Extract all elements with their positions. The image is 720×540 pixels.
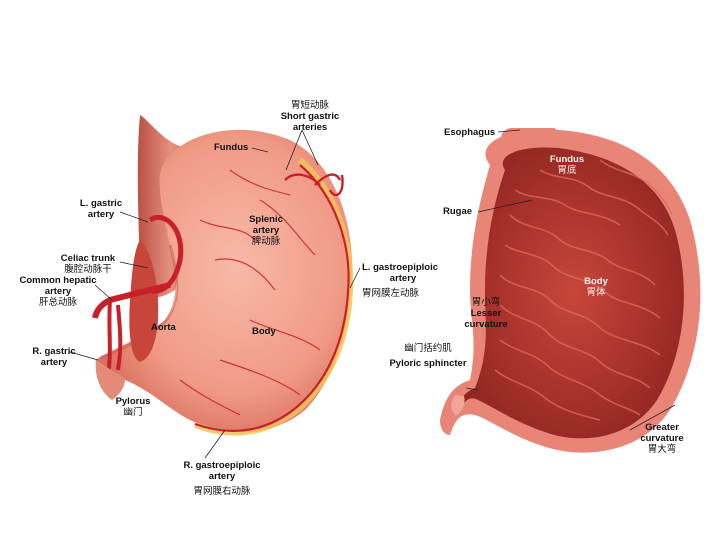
greater-en2: curvature <box>640 433 684 444</box>
pyloric-sphincter-en: Pyloric sphincter <box>389 358 467 369</box>
label-l-gastric-artery: L. gastric artery <box>76 198 126 220</box>
label-common-hepatic-artery: Common hepatic artery 肝总动脉 <box>18 275 98 308</box>
aorta <box>129 240 159 362</box>
label-splenic-artery: Splenic artery 脾动脉 <box>241 214 291 247</box>
body-right-zh: 胃体 <box>586 287 606 298</box>
l-gastric-en1: L. gastric <box>79 198 123 209</box>
external-stomach <box>92 115 354 436</box>
stomach-body-external <box>96 129 353 433</box>
lesser-en1: Lesser <box>470 308 502 319</box>
label-fundus-right: Fundus 胃底 <box>542 154 592 176</box>
label-esophagus: Esophagus <box>444 127 495 138</box>
short-gastric-zh: 胃短动脉 <box>290 100 329 111</box>
r-gastroepiploic-zh: 胃网膜右动脉 <box>193 486 251 497</box>
label-pylorus: Pylorus 幽门 <box>111 396 155 418</box>
label-fundus-left: Fundus <box>214 142 248 153</box>
label-short-gastric-arteries: 胃短动脉 Short gastric arteries <box>275 100 345 133</box>
common-hepatic-en1: Common hepatic <box>19 275 97 286</box>
label-celiac-trunk: Celiac trunk 腹腔动脉干 <box>56 253 120 275</box>
l-gastric-en2: artery <box>87 209 115 220</box>
pylorus-en: Pylorus <box>115 396 151 407</box>
pyloric-sphincter-zh: 幽门括约肌 <box>404 343 452 354</box>
label-l-gastroepiploic-artery: L. gastroepiploic artery 胃网膜左动脉 <box>362 262 444 299</box>
pylorus <box>95 360 126 400</box>
lesser-zh: 胃小弯 <box>471 297 501 308</box>
greater-en1: Greater <box>645 422 679 433</box>
fundus-left-en: Fundus <box>214 142 249 153</box>
label-r-gastric-artery: R. gastric artery <box>28 346 80 368</box>
common-hepatic-artery <box>106 299 123 376</box>
splenic-en2: artery <box>252 225 280 236</box>
label-rugae: Rugae <box>443 206 472 217</box>
rugae-folds <box>494 159 673 421</box>
body-left-en: Body <box>252 326 276 337</box>
label-aorta: Aorta <box>151 322 176 333</box>
greater-curvature-fat-band <box>193 157 354 436</box>
r-gastroepiploic-en2: artery <box>208 471 236 482</box>
fundus-right-en: Fundus <box>549 154 585 165</box>
l-gastroepiploic-en1: L. gastroepiploic <box>362 262 439 273</box>
leader-lines <box>69 129 676 459</box>
r-gastroepiploic-en1: R. gastroepiploic <box>183 460 261 471</box>
r-gastric-en2: artery <box>40 357 68 368</box>
lesser-en2: curvature <box>464 319 508 330</box>
pyloric-sphincter <box>451 395 465 416</box>
short-gastric-en1: Short gastric <box>280 111 340 122</box>
splenic-zh: 脾动脉 <box>251 236 281 247</box>
pylorus-zh: 幽门 <box>123 407 143 418</box>
rugae-en: Rugae <box>443 206 473 217</box>
short-gastric-en2: arteries <box>292 122 328 133</box>
l-gastroepiploic-en2: artery <box>389 273 417 284</box>
label-greater-curvature: Greater curvature 胃大弯 <box>632 422 692 455</box>
esophagus-en: Esophagus <box>444 127 496 138</box>
aorta-en: Aorta <box>151 322 176 333</box>
label-lesser-curvature: 胃小弯 Lesser curvature <box>456 297 516 330</box>
greater-zh: 胃大弯 <box>647 444 677 455</box>
label-pyloric-sphincter: 幽门括约肌 Pyloric sphincter <box>380 343 476 369</box>
splenic-en1: Splenic <box>249 214 283 225</box>
celiac-en: Celiac trunk <box>60 253 116 264</box>
r-gastric-en1: R. gastric <box>32 346 76 357</box>
celiac-zh: 腹腔动脉干 <box>64 264 112 275</box>
label-r-gastroepiploic-artery: R. gastroepiploic artery 胃网膜右动脉 <box>176 460 268 497</box>
body-right-en: Body <box>584 276 608 287</box>
label-body-left: Body <box>252 326 276 337</box>
label-body-right: Body 胃体 <box>576 276 616 298</box>
short-gastric-arteries <box>284 173 344 197</box>
common-hepatic-en2: artery <box>44 286 72 297</box>
l-gastroepiploic-zh: 胃网膜左动脉 <box>362 288 420 299</box>
internal-stomach <box>440 128 701 453</box>
common-hepatic-zh: 肝总动脉 <box>38 297 77 308</box>
fundus-right-zh: 胃底 <box>557 165 577 176</box>
gastroepiploic-artery-line <box>194 164 350 432</box>
